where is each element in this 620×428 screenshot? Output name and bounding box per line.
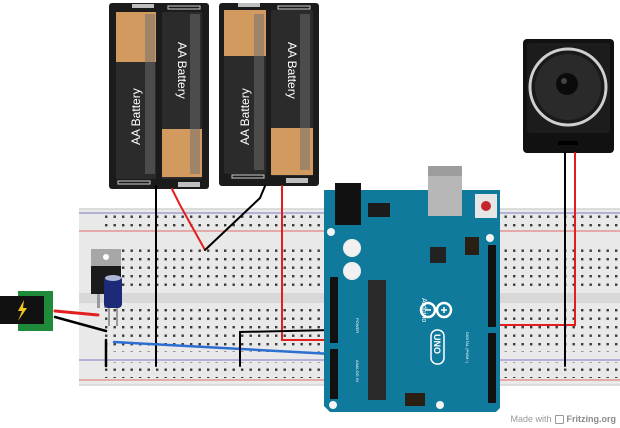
battery-label: AA Battery <box>285 42 299 99</box>
arduino-model: UNO <box>432 334 442 354</box>
fritzing-credit: Made with Fritzing.org <box>510 414 616 424</box>
wire-red <box>171 188 206 251</box>
wire-red <box>281 185 333 341</box>
battery-cell-1a: AA Battery <box>116 12 156 179</box>
wire-black <box>53 315 108 333</box>
voltage-regulator-chip <box>368 203 390 217</box>
battery-label: AA Battery <box>238 88 252 145</box>
wire-blue <box>112 340 334 356</box>
atmega-chip <box>368 280 386 400</box>
battery-cell-1b: AA Battery <box>162 12 202 179</box>
power-header-label: POWER <box>355 318 360 333</box>
arduino-brand: Arduino <box>420 298 427 322</box>
made-with-text: Made with <box>510 414 552 424</box>
icsp2-header <box>405 393 425 406</box>
dc-power-jack <box>0 291 53 331</box>
digital-header-label: DIGITAL (PWM~) <box>465 332 470 364</box>
analog-header <box>330 349 338 399</box>
battery-pack-2: AA Battery AA Battery <box>219 3 319 186</box>
icsp-header <box>465 237 479 255</box>
battery-cell-2a: AA Battery <box>224 10 266 174</box>
analog-header-label: ANALOG IN <box>355 360 360 382</box>
fritzing-brand: Fritzing.org <box>566 414 617 424</box>
battery-pack-1: AA Battery AA Battery <box>109 3 209 189</box>
arduino-uno: Arduino UNO POWER ANALOG IN DIGITAL (PWM… <box>324 166 500 412</box>
wire-black <box>204 185 266 251</box>
power-header <box>330 277 338 343</box>
capacitor <box>104 275 122 326</box>
wire-red <box>495 152 576 326</box>
fritzing-logo-icon <box>554 414 564 424</box>
lightning-bolt-icon <box>18 300 27 321</box>
wire-red <box>53 309 100 317</box>
battery-label: AA Battery <box>129 88 143 145</box>
digital-header-low <box>488 333 496 403</box>
battery-cell-2b: AA Battery <box>271 10 313 176</box>
battery-label: AA Battery <box>175 42 189 99</box>
dc-barrel-jack <box>335 183 361 225</box>
wires <box>53 152 576 368</box>
speaker <box>523 39 614 153</box>
arduino-logo <box>419 301 453 319</box>
digital-header-high <box>488 245 496 327</box>
wire-black <box>239 329 333 367</box>
